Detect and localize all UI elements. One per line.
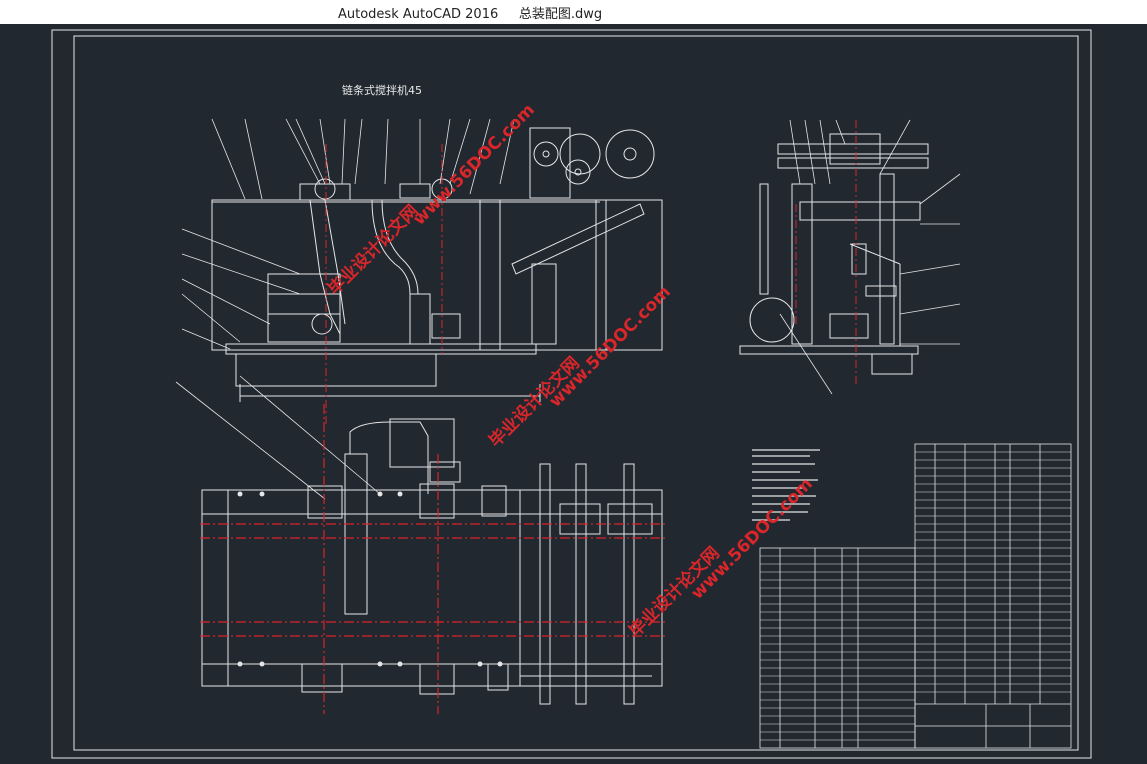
parts-rows (760, 451, 1071, 741)
window-title: Autodesk AutoCAD 2016 总装配图.dwg (338, 7, 603, 22)
watermark-url: www.56DOC.com (545, 282, 674, 411)
plan-bolts (237, 491, 503, 667)
watermark-url: www.56DOC.com (687, 474, 816, 603)
drawing-canvas[interactable]: 链条式搅拌机45 (0, 24, 1147, 764)
outer-border (51, 29, 1092, 759)
side-leaders (779, 119, 961, 395)
plan-centerlines (200, 404, 665, 714)
side-centerlines (795, 120, 857, 384)
parts-list (759, 443, 1072, 749)
window-titlebar: Autodesk AutoCAD 2016 总装配图.dwg (0, 0, 1147, 24)
front-centerlines (325, 144, 443, 424)
drawing-heading: 链条式搅拌机45 (342, 83, 422, 97)
side-view (739, 133, 929, 375)
cad-drawing: 链条式搅拌机45 (51, 29, 1092, 759)
watermark-url: www.56DOC.com (409, 100, 538, 229)
inner-border (73, 35, 1079, 751)
notes-block (752, 449, 820, 521)
front-view (211, 127, 663, 402)
front-leaders (175, 118, 515, 500)
plan-view (201, 418, 663, 705)
